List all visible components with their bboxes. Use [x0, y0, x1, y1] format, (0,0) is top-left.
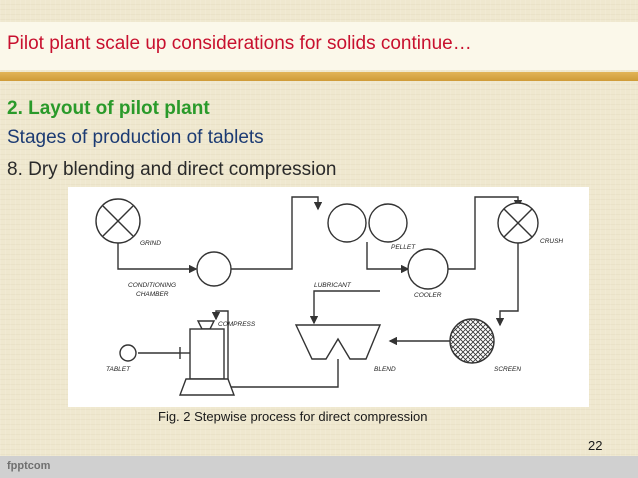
label-tablet: TABLET: [106, 366, 131, 373]
label-blend: BLEND: [374, 366, 396, 373]
subheading: 2. Layout of pilot plant: [7, 98, 210, 119]
label-compress: COMPRESS: [218, 321, 256, 328]
footer-watermark: fpptcom: [7, 460, 51, 472]
label-chamber: CHAMBER: [136, 291, 169, 298]
label-crush: CRUSH: [540, 238, 563, 245]
process-diagram-svg: GRIND CONDITIONING CHAMBER PELLET CRUSH …: [95, 196, 563, 396]
label-screen: SCREEN: [494, 366, 521, 373]
title-divider: [0, 72, 638, 81]
pellet-roller-left: [327, 203, 367, 243]
page-number: 22: [588, 438, 603, 453]
figure-caption: Fig. 2 Stepwise process for direct compr…: [158, 409, 428, 424]
pellet-roller-right: [368, 203, 408, 243]
label-grind: GRIND: [140, 240, 161, 247]
process-diagram: GRIND CONDITIONING CHAMBER PELLET CRUSH …: [68, 187, 589, 407]
conditioning-chamber-shape: [196, 251, 232, 287]
compress-hopper: [196, 320, 216, 330]
label-cooler: COOLER: [414, 292, 442, 299]
screen-shape: [449, 318, 495, 364]
label-lubricant: LUBRICANT: [314, 282, 352, 289]
stage-line: Stages of production of tablets: [7, 127, 264, 148]
title-bar: [0, 22, 638, 70]
footer-bar: [0, 456, 638, 478]
cooler-shape: [407, 248, 449, 290]
tablet-shape: [119, 344, 137, 362]
slide-title: Pilot plant scale up considerations for …: [7, 33, 472, 54]
step-line: 8. Dry blending and direct compression: [7, 159, 337, 180]
blender-shape: [294, 324, 382, 360]
label-pellet: PELLET: [391, 244, 416, 251]
label-conditioning: CONDITIONING: [128, 282, 176, 289]
tablet-press-body: [189, 328, 225, 380]
